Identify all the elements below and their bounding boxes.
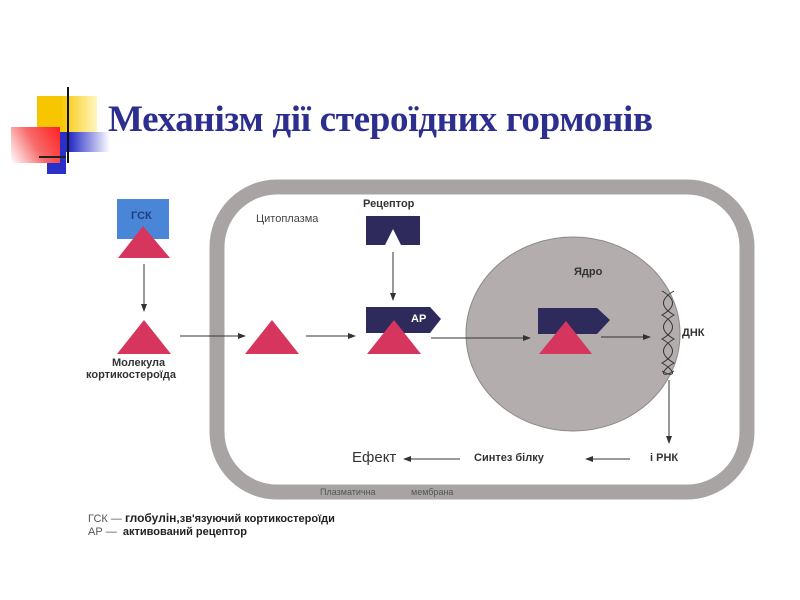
gsk-label: ГСК: [131, 210, 152, 222]
molecule-label-line1: Молекула: [112, 357, 166, 369]
plasma-membrane: [209, 179, 755, 500]
legend-item-gsk: ГСК — глобулін,зв'язуючий кортикостероїд…: [88, 512, 335, 526]
horizontal-line: [39, 156, 66, 158]
membrane-label-2: мембрана: [411, 487, 454, 497]
activated-receptor-shape: [366, 307, 441, 333]
legend: ГСК — глобулін,зв'язуючий кортикостероїд…: [88, 512, 335, 539]
vertical-line: [67, 87, 69, 163]
nucleus-label: Ядро: [574, 266, 603, 278]
legend-text: зв'язуючий кортикостероїди: [179, 513, 335, 525]
dna-helix-icon: [660, 290, 676, 375]
steroid-triangle-free: [117, 320, 171, 354]
dna-label: ДНК: [682, 327, 705, 339]
nuclear-receptor-shape: [538, 308, 610, 334]
steroid-triangle-bound: [118, 226, 170, 258]
membrane-label-1: Плазматична: [320, 487, 376, 497]
cytoplasm-label: Цитоплазма: [256, 213, 319, 225]
legend-item-ar: АР — активований рецептор: [88, 526, 335, 539]
receptor-label: Рецептор: [363, 198, 415, 210]
legend-bold: глобулін,: [124, 511, 180, 525]
blue-bar: [60, 132, 110, 152]
steroid-triangle-complex: [367, 320, 421, 354]
legend-abbr: АР —: [88, 526, 117, 538]
protein-synthesis-label: Синтез білку: [474, 452, 544, 464]
receptor-shape: [366, 216, 420, 245]
ar-label: АР: [411, 313, 427, 325]
legend-abbr: ГСК —: [88, 513, 122, 525]
effect-label: Ефект: [352, 449, 397, 466]
steroid-triangle-nucleus: [539, 321, 592, 354]
page-title: Механізм дії стероїдних гормонів: [108, 99, 653, 140]
rna-label: і РНК: [650, 452, 679, 464]
legend-text: активований рецептор: [122, 526, 247, 538]
molecule-label-line2: кортикостероїда: [86, 369, 176, 381]
steroid-triangle-cytoplasm: [245, 320, 299, 354]
